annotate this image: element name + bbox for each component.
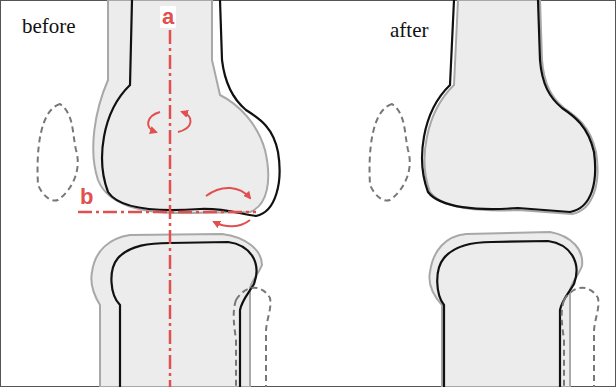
fibula	[562, 288, 599, 387]
femur	[102, 0, 279, 216]
axis-label: a	[160, 6, 176, 28]
patella	[370, 104, 410, 200]
axis-b	[78, 211, 256, 214]
axis-a	[169, 30, 172, 387]
panel-title: before	[22, 16, 76, 37]
tibia	[111, 242, 256, 387]
tibia	[437, 241, 576, 387]
panel-title: after	[390, 20, 428, 41]
before-panel	[38, 0, 280, 387]
rotation-arrow	[178, 112, 191, 132]
femur-reference	[425, 0, 598, 214]
femur	[422, 0, 595, 212]
rotation-arrow	[214, 220, 250, 226]
rotation-arrow	[206, 188, 250, 198]
rotation-arrow	[148, 112, 160, 132]
tibia-reference	[430, 232, 583, 387]
after-panel	[370, 0, 599, 387]
fibula	[234, 288, 271, 387]
axis-label: b	[78, 186, 95, 208]
patella	[38, 104, 78, 200]
